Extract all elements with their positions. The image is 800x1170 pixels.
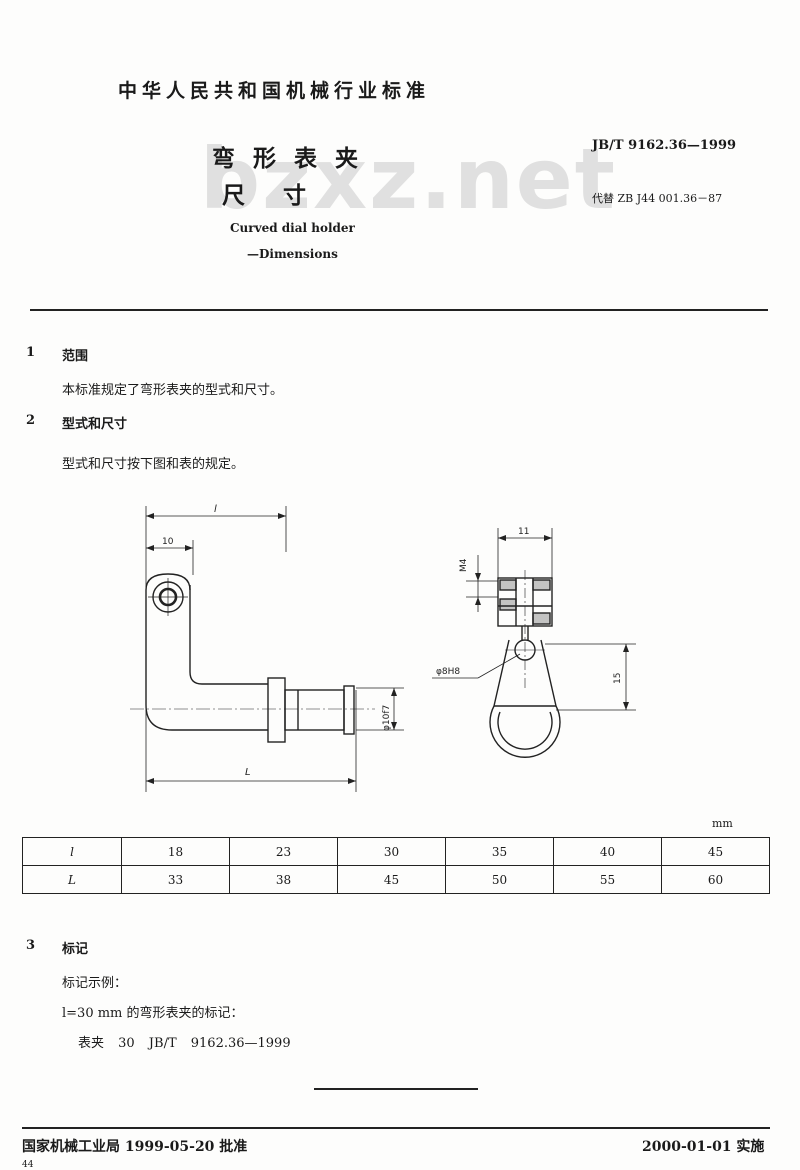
- cell-L-5: 55: [553, 865, 662, 894]
- table-row: l 18 23 30 35 40 45: [22, 837, 770, 866]
- cell-L-2: 38: [229, 865, 338, 894]
- title-cn-line1: 弯形表夹: [212, 145, 376, 172]
- table-row: L 33 38 45 50 55 60: [22, 865, 770, 894]
- section-3-number: 3: [26, 938, 36, 953]
- section-1-title: 范围: [62, 349, 89, 364]
- cell-l-4: 35: [445, 837, 554, 866]
- title-en-line2: —Dimensions: [247, 247, 338, 261]
- dim-label-m4: M4: [459, 558, 469, 572]
- cell-L-6: 60: [661, 865, 770, 894]
- cell-L-1: 33: [121, 865, 230, 894]
- section-2-text: 型式和尺寸按下图和表的规定。: [62, 457, 245, 472]
- dim-label-11: 11: [518, 527, 529, 537]
- cell-L-4: 50: [445, 865, 554, 894]
- dim-label-diameter: φ10f7: [382, 705, 392, 731]
- approval-info: 国家机械工业局 1999-05-20 批准: [22, 1139, 248, 1155]
- title-cn-line2: 尺寸: [222, 182, 344, 209]
- dim-label-15: 15: [613, 673, 623, 684]
- page-number: 44: [22, 1160, 34, 1170]
- replaces-standard: 代替 ZB J44 001.36－87: [592, 192, 723, 205]
- cell-l-5: 40: [553, 837, 662, 866]
- cell-L-3: 45: [337, 865, 446, 894]
- dim-label-L: L: [245, 767, 251, 778]
- section-1-number: 1: [26, 345, 36, 360]
- table-unit: mm: [712, 817, 733, 830]
- dimensions-table: l 18 23 30 35 40 45 L 33 38 45 50 55 60: [22, 837, 770, 894]
- header-divider: [30, 309, 768, 311]
- section-3-title: 标记: [62, 942, 89, 957]
- dim-label-l: l: [214, 504, 217, 515]
- cell-l-1: 18: [121, 837, 230, 866]
- section-2-number: 2: [26, 413, 36, 428]
- cell-l-6: 45: [661, 837, 770, 866]
- implementation-date: 2000-01-01 实施: [642, 1139, 765, 1155]
- row-head-l: l: [22, 837, 122, 866]
- dim-label-10: 10: [162, 537, 174, 547]
- marking-example-value: 表夹 30 JB/T 9162.36—1999: [78, 1036, 291, 1051]
- end-divider: [314, 1088, 478, 1090]
- footer-divider: [22, 1127, 770, 1129]
- row-head-L: L: [22, 865, 122, 894]
- section-2-title: 型式和尺寸: [62, 417, 128, 432]
- cell-l-2: 23: [229, 837, 338, 866]
- title-en-line1: Curved dial holder: [230, 221, 355, 235]
- standard-code: JB/T 9162.36—1999: [592, 138, 737, 153]
- technical-drawing: l 10 L φ10f7 11 M4 φ8H8 15: [130, 504, 636, 792]
- standard-org: 中华人民共和国机械行业标准: [118, 80, 431, 102]
- section-1-text: 本标准规定了弯形表夹的型式和尺寸。: [62, 383, 284, 398]
- dim-label-hole: φ8H8: [436, 667, 460, 677]
- cell-l-3: 30: [337, 837, 446, 866]
- marking-example-desc: l=30 mm 的弯形表夹的标记：: [62, 1006, 244, 1021]
- marking-example-label: 标记示例：: [62, 976, 128, 991]
